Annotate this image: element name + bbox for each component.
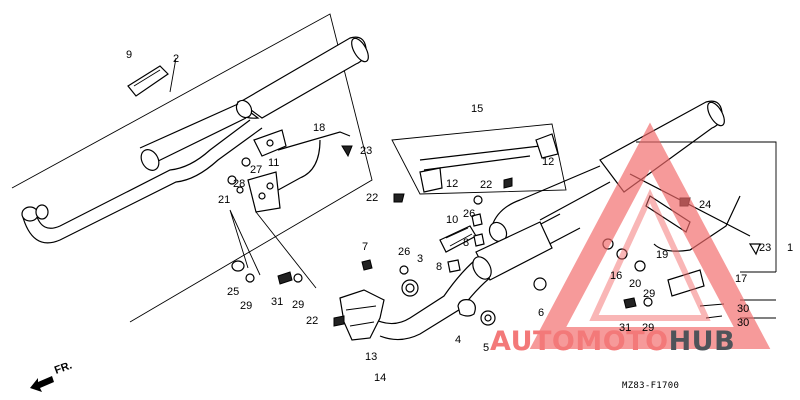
callout: 13	[365, 351, 377, 363]
front-direction-indicator: FR.	[30, 359, 74, 392]
callout: 25	[227, 286, 239, 298]
left-muffler-assembly	[11, 13, 373, 323]
callout: 12	[542, 156, 554, 168]
watermark-logo: AUTOMOTOHUB	[490, 122, 771, 357]
callout: 3	[417, 253, 423, 265]
callout: 22	[366, 192, 378, 204]
callout: 29	[240, 300, 252, 312]
callout: 29	[292, 299, 304, 311]
callout: 1	[787, 242, 793, 254]
watermark-part3: HUB	[669, 326, 736, 357]
callout: 30	[737, 303, 749, 315]
callout: 18	[313, 122, 325, 134]
callout: 28	[233, 178, 245, 190]
callout: 23	[759, 242, 771, 254]
callout: 6	[538, 307, 544, 319]
callout: 15	[471, 103, 483, 115]
callout: 5	[483, 342, 489, 354]
callout: 2	[173, 53, 179, 65]
callout: 23	[360, 145, 372, 157]
callout: 29	[643, 288, 655, 300]
callout: 9	[126, 49, 132, 61]
callout: 11	[268, 157, 279, 169]
callout: 26	[463, 208, 475, 220]
callout: 31	[619, 322, 631, 334]
callout: 21	[218, 194, 230, 206]
callout: 27	[250, 164, 262, 176]
callout: 24	[699, 199, 711, 211]
watermark-part2: MOTO	[575, 326, 668, 357]
callout: 30	[737, 317, 749, 329]
callout: 31	[271, 296, 283, 308]
callout: 29	[642, 322, 654, 334]
callout: 7	[362, 241, 368, 253]
watermark-text: AUTOMOTOHUB	[490, 326, 735, 357]
callout: 8	[463, 237, 469, 249]
callout: 14	[374, 372, 386, 384]
callout: 4	[455, 334, 461, 346]
callout: 17	[735, 273, 747, 285]
callout: 22	[306, 315, 318, 327]
callout: 19	[656, 249, 668, 261]
callout: 16	[610, 270, 622, 282]
diagram-code: MZ83-F1700	[622, 381, 679, 391]
watermark-triangle-outer	[529, 122, 771, 349]
callout-labels: 9 2 18 23 11 27 28 21 25 29 31 29 22 14 …	[126, 49, 793, 384]
callout: 26	[398, 246, 410, 258]
callout: 22	[480, 179, 492, 191]
callout: 8	[436, 261, 442, 273]
arrow-left-icon	[30, 376, 54, 392]
callout: 20	[629, 278, 641, 290]
watermark-part1: AUTO	[490, 326, 575, 357]
callout: 10	[446, 214, 458, 226]
callout: 12	[446, 178, 458, 190]
direction-label: FR.	[53, 359, 74, 376]
